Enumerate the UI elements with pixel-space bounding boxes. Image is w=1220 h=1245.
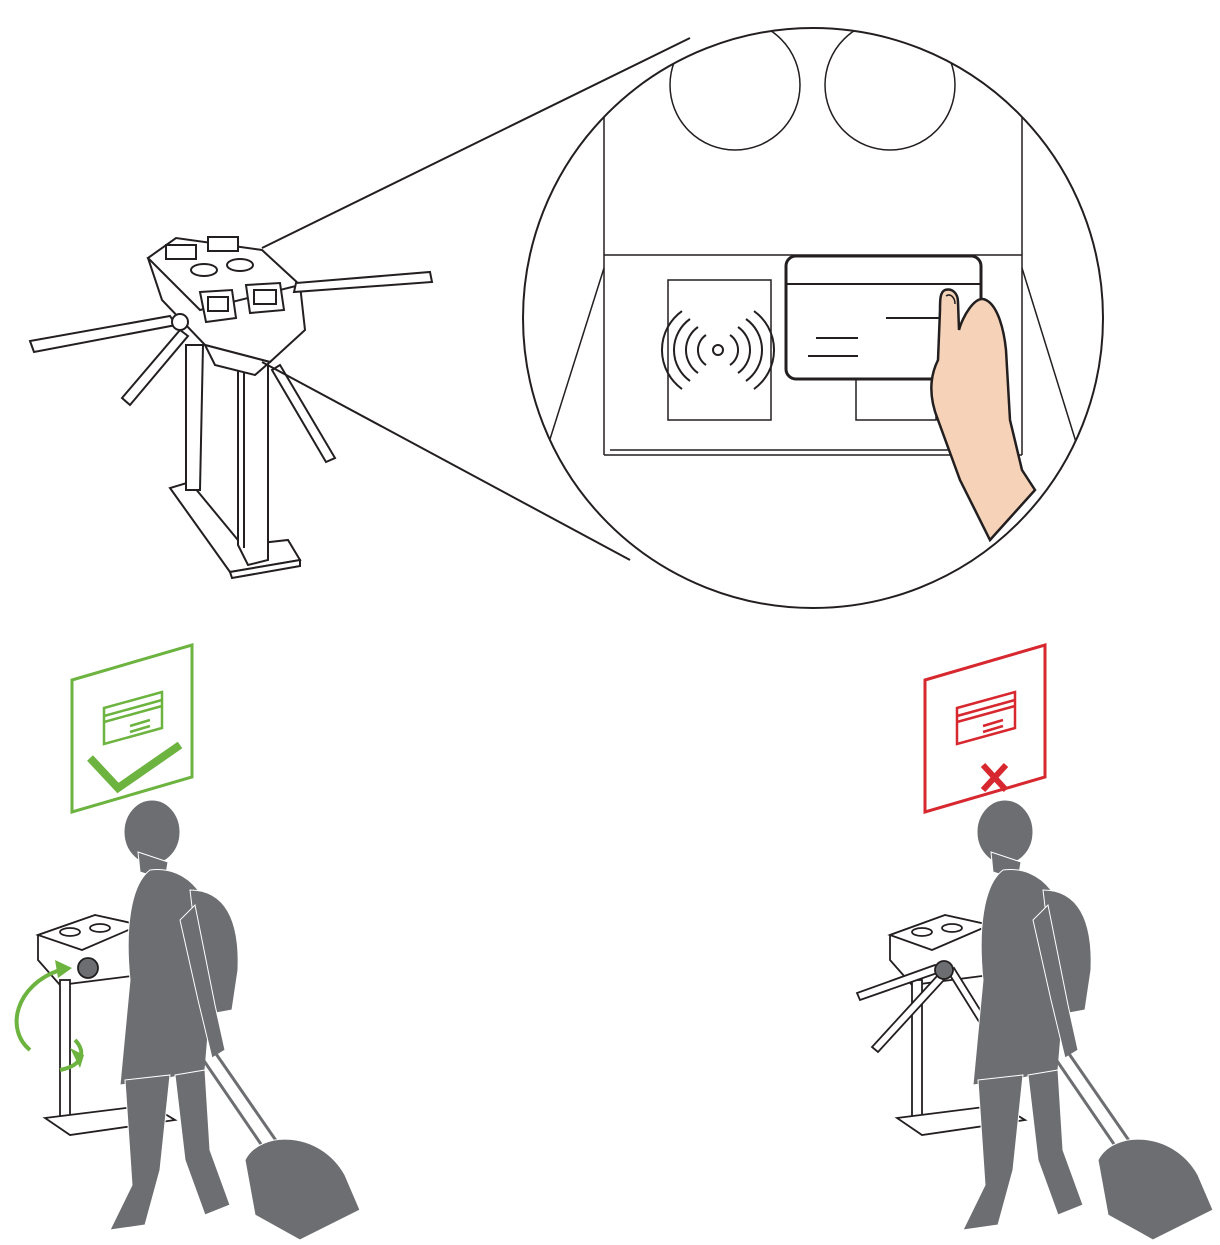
turnstile-leg-right xyxy=(238,365,268,565)
turnstile-base xyxy=(170,482,300,572)
scene-denied xyxy=(857,645,1213,1240)
suitcase-granted xyxy=(200,1048,360,1240)
card-reader-zoom xyxy=(523,20,1103,608)
person-granted xyxy=(110,800,238,1230)
turnstile-lamp-right xyxy=(227,259,253,271)
suitcase-denied xyxy=(1053,1048,1213,1240)
tripod-turnstile xyxy=(30,237,432,578)
turnstile-light-right xyxy=(208,237,238,251)
turnstile-arm-right xyxy=(294,272,432,292)
turnstile-reader-screen-right xyxy=(254,290,276,304)
turnstile-leg-left xyxy=(186,345,203,490)
turnstile-hub xyxy=(172,314,188,330)
scene-granted xyxy=(17,645,360,1240)
turnstile-arm-left xyxy=(30,316,176,352)
turnstile-arm-back xyxy=(272,365,335,462)
turnstile-reader-screen-left xyxy=(208,297,228,311)
turnstile-lamp-left xyxy=(191,264,217,276)
turnstile-arm-lower xyxy=(122,330,188,405)
person-denied xyxy=(963,800,1091,1230)
turnstile-light-left xyxy=(166,245,196,259)
granted-sign xyxy=(72,645,192,812)
